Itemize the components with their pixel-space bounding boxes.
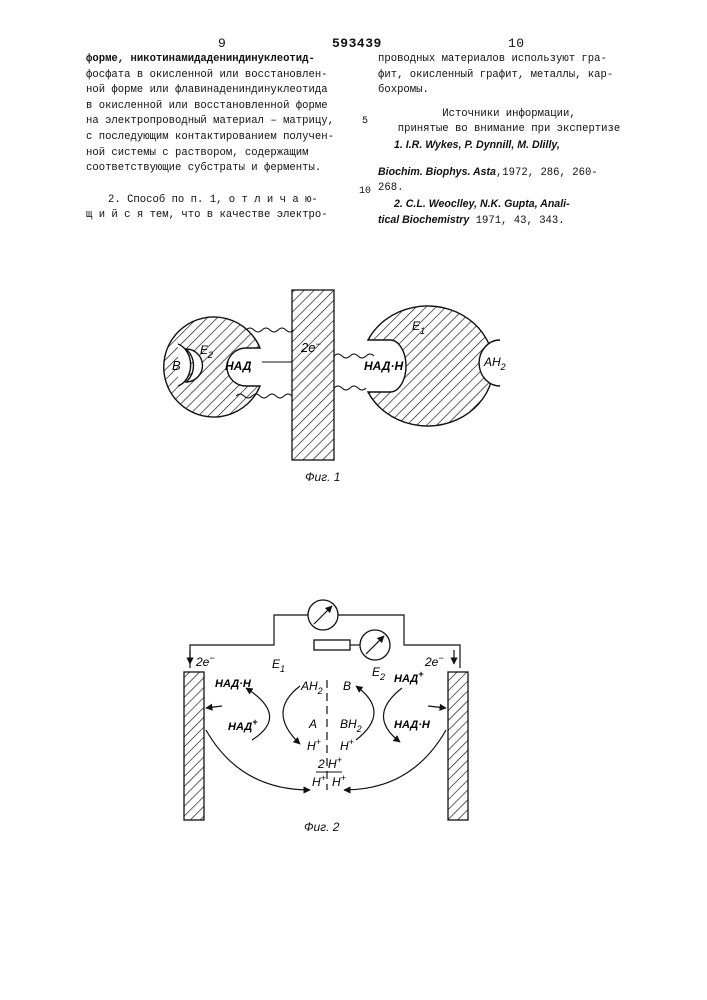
electron-transfer-arrow (428, 706, 446, 708)
label-b: B (172, 358, 181, 373)
label-a: A (308, 717, 317, 731)
proton-flow-arc (344, 730, 446, 790)
electrode-left (184, 672, 204, 820)
label-2h-plus: 2 H+ (317, 755, 342, 771)
reaction-arc (383, 688, 402, 742)
tether-line (334, 386, 366, 390)
label-nadh: НАД·Н (364, 359, 403, 373)
label-b: B (343, 679, 351, 693)
electrode-right (448, 672, 468, 820)
label-h-plus-bottom-left: H+ (312, 773, 326, 789)
tether-line (334, 354, 374, 358)
figure-1: E2 B НАД 2e− НАД·Н E1 AH2 (164, 290, 506, 460)
electron-transfer-arrow (206, 706, 222, 708)
figure-1-caption: Фиг. 1 (305, 470, 340, 484)
resistor (314, 640, 350, 650)
label-h-plus-a: H+ (307, 737, 321, 753)
label-nad-plus-right: НАД+ (394, 669, 424, 685)
label-nadh-left: НАД·Н (215, 678, 252, 690)
label-ah2: AH2 (300, 679, 323, 696)
label-nad-plus-left: НАД+ (228, 717, 258, 733)
reaction-arc (283, 686, 300, 744)
label-nadh-right: НАД·Н (394, 719, 431, 731)
figure-2: 2e− 2e− E1 E2 НАД·Н НАД+ AH2 A H+ B BH2 … (184, 600, 468, 820)
label-bh2: BH2 (340, 717, 362, 734)
label-h-plus-bottom-right: H+ (332, 773, 346, 789)
label-2e-right: 2e− (424, 653, 444, 669)
label-2e-left: 2e− (195, 653, 215, 669)
label-e1: E1 (272, 657, 285, 674)
tether-line (246, 328, 294, 332)
label-h-plus-b: H+ (340, 737, 354, 753)
label-nad: НАД (225, 359, 252, 373)
figure-2-caption: Фиг. 2 (304, 820, 339, 834)
label-e2: E2 (372, 665, 385, 682)
matrix-electrode (292, 290, 334, 460)
